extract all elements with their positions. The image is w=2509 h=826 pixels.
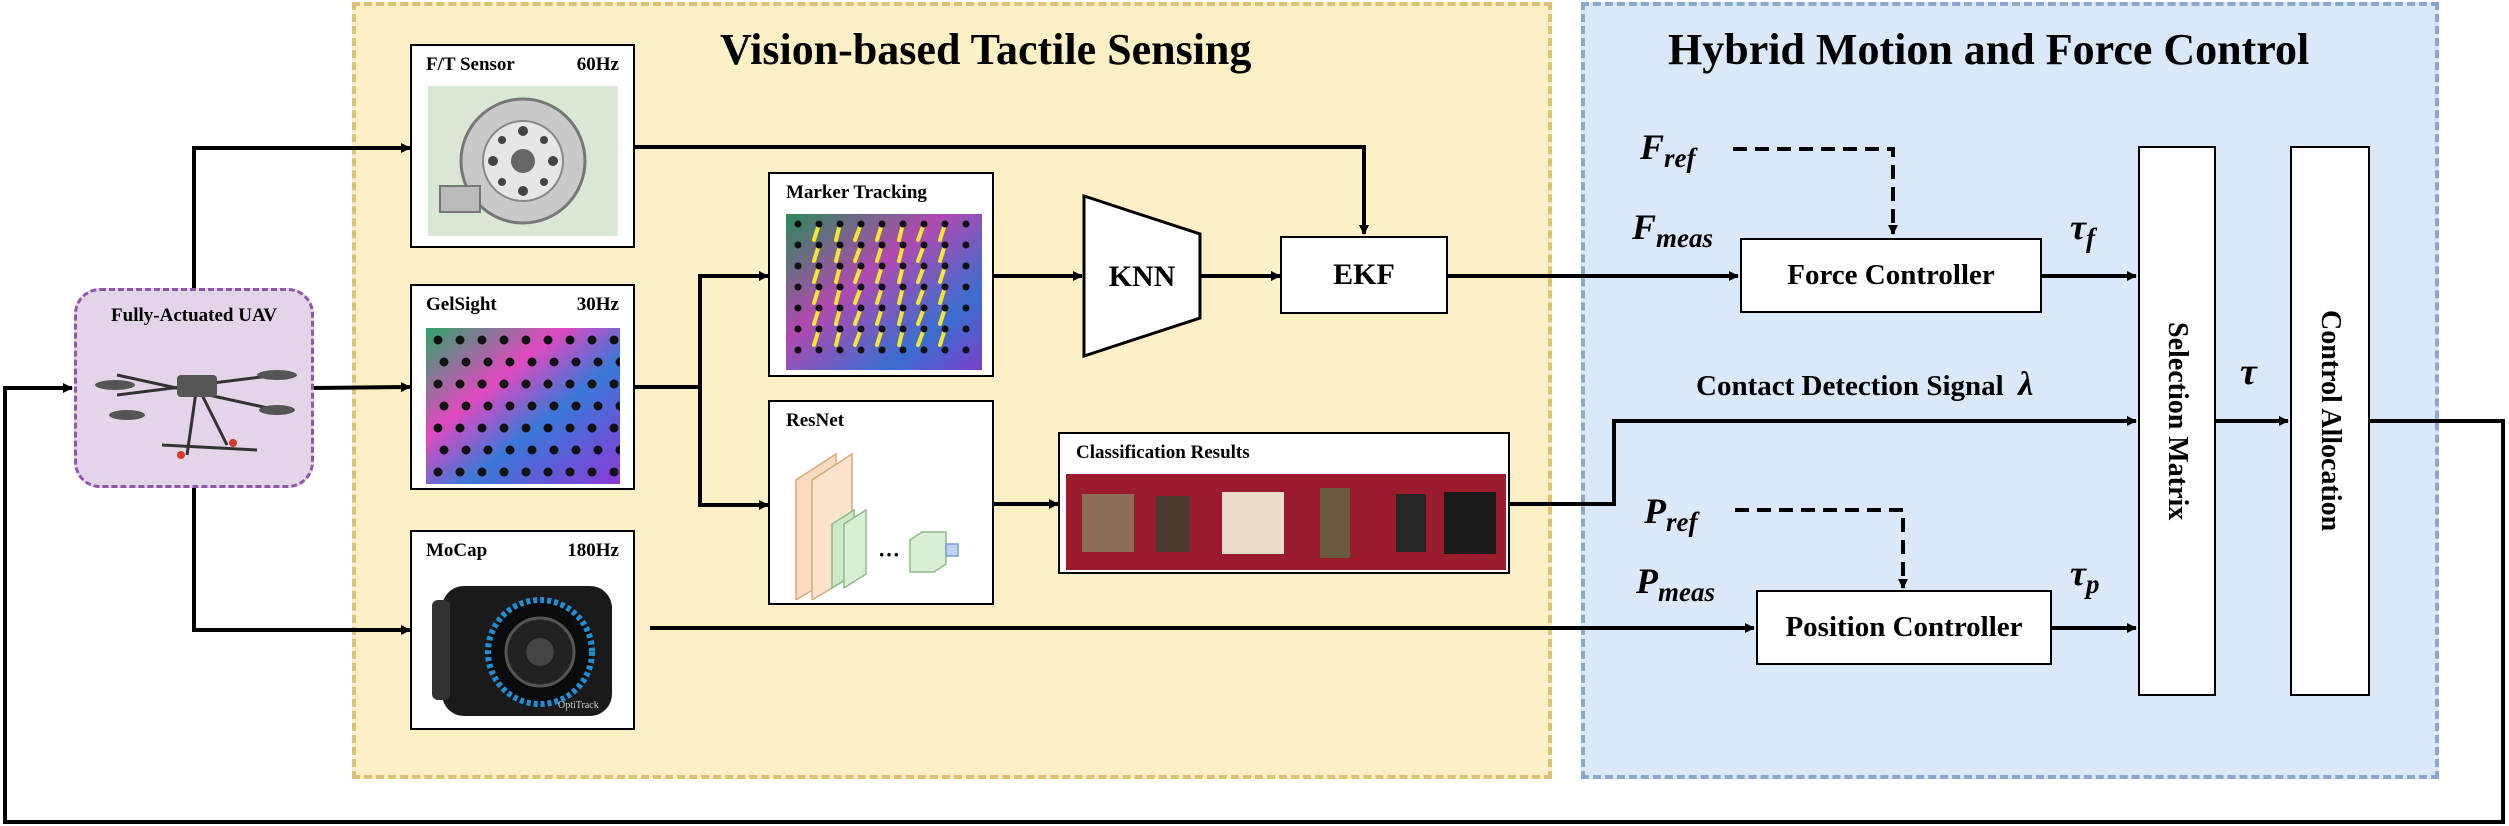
ekf-label: EKF — [1333, 258, 1395, 291]
marker-tracking-box: Marker Tracking — [768, 172, 994, 377]
gelsight-image-icon — [426, 328, 620, 484]
tau-f-symbol: τf — [2070, 207, 2095, 254]
ekf-box: EKF — [1280, 236, 1448, 314]
gelsight-name: GelSight — [426, 294, 497, 315]
texture-samples-photo-icon — [1066, 474, 1506, 570]
ft-sensor-name: F/T Sensor — [426, 54, 515, 75]
arrow-uav-to-ft — [192, 143, 411, 288]
f-ref-symbol: Fref — [1640, 127, 1696, 174]
control-allocation-box: Control Allocation — [2290, 146, 2370, 696]
control-allocation-label: Control Allocation — [2315, 310, 2346, 532]
position-controller-box: Position Controller — [1756, 590, 2052, 665]
force-controller-label: Force Controller — [1787, 259, 1995, 291]
dashed-pref — [1735, 508, 1908, 589]
gelsight-rate: 30Hz — [576, 294, 619, 315]
mocap-rate: 180Hz — [567, 540, 619, 561]
resnet-label: ResNet — [786, 410, 845, 431]
marker-tracking-label: Marker Tracking — [786, 182, 927, 203]
position-controller-label: Position Controller — [1785, 611, 2023, 643]
mocap-brand: OptiTrack — [558, 700, 599, 711]
gelsight-box: GelSight 30Hz — [410, 284, 635, 490]
lambda-symbol: λ — [2018, 366, 2034, 403]
mocap-camera-photo-icon: OptiTrack — [432, 586, 612, 716]
selection-matrix-box: Selection Matrix — [2138, 146, 2216, 696]
knn-block: KNN — [1082, 194, 1202, 358]
tau-symbol: τ — [2240, 351, 2257, 393]
feedback-line — [3, 383, 2505, 824]
uav-label: Fully-Actuated UAV — [111, 305, 277, 326]
classification-box: Classification Results — [1058, 432, 1510, 574]
p-ref-symbol: Pref — [1644, 491, 1698, 538]
ft-sensor-rate: 60Hz — [576, 54, 619, 75]
resnet-ellipsis: ··· — [878, 542, 900, 567]
control-region-title: Hybrid Motion and Force Control — [1668, 25, 2310, 74]
mocap-name: MoCap — [426, 540, 488, 561]
vision-region-title: Vision-based Tactile Sensing — [720, 25, 1252, 74]
p-meas-symbol: Pmeas — [1636, 561, 1715, 608]
uav-photo-icon — [95, 370, 297, 459]
tau-p-symbol: τp — [2070, 553, 2100, 600]
arrow-contact-signal — [1510, 416, 2137, 506]
selection-matrix-label: Selection Matrix — [2162, 321, 2193, 521]
arrow-to-resnet — [698, 387, 769, 510]
arrow-uav-to-mocap — [192, 488, 411, 635]
uav-block: Fully-Actuated UAV — [74, 288, 314, 488]
mocap-box: MoCap 180Hz OptiTrack — [410, 530, 635, 730]
classification-label: Classification Results — [1076, 442, 1250, 463]
arrow-uav-to-gelsight — [313, 382, 411, 393]
force-controller-box: Force Controller — [1740, 238, 2042, 313]
f-meas-symbol: Fmeas — [1632, 207, 1714, 254]
contact-signal-label: Contact Detection Signal λ — [1696, 366, 2034, 403]
ft-sensor-photo-icon — [428, 86, 618, 236]
dashed-fref — [1733, 147, 1898, 235]
arrow-to-marker — [698, 271, 769, 387]
knn-label: KNN — [1109, 260, 1176, 293]
marker-tracking-image-icon — [786, 214, 982, 370]
ft-sensor-box: F/T Sensor 60Hz — [410, 44, 635, 248]
resnet-diagram-icon: ··· — [795, 452, 959, 600]
arrow-ft-to-ekf — [634, 145, 1369, 235]
resnet-box: ResNet ··· — [768, 400, 994, 605]
